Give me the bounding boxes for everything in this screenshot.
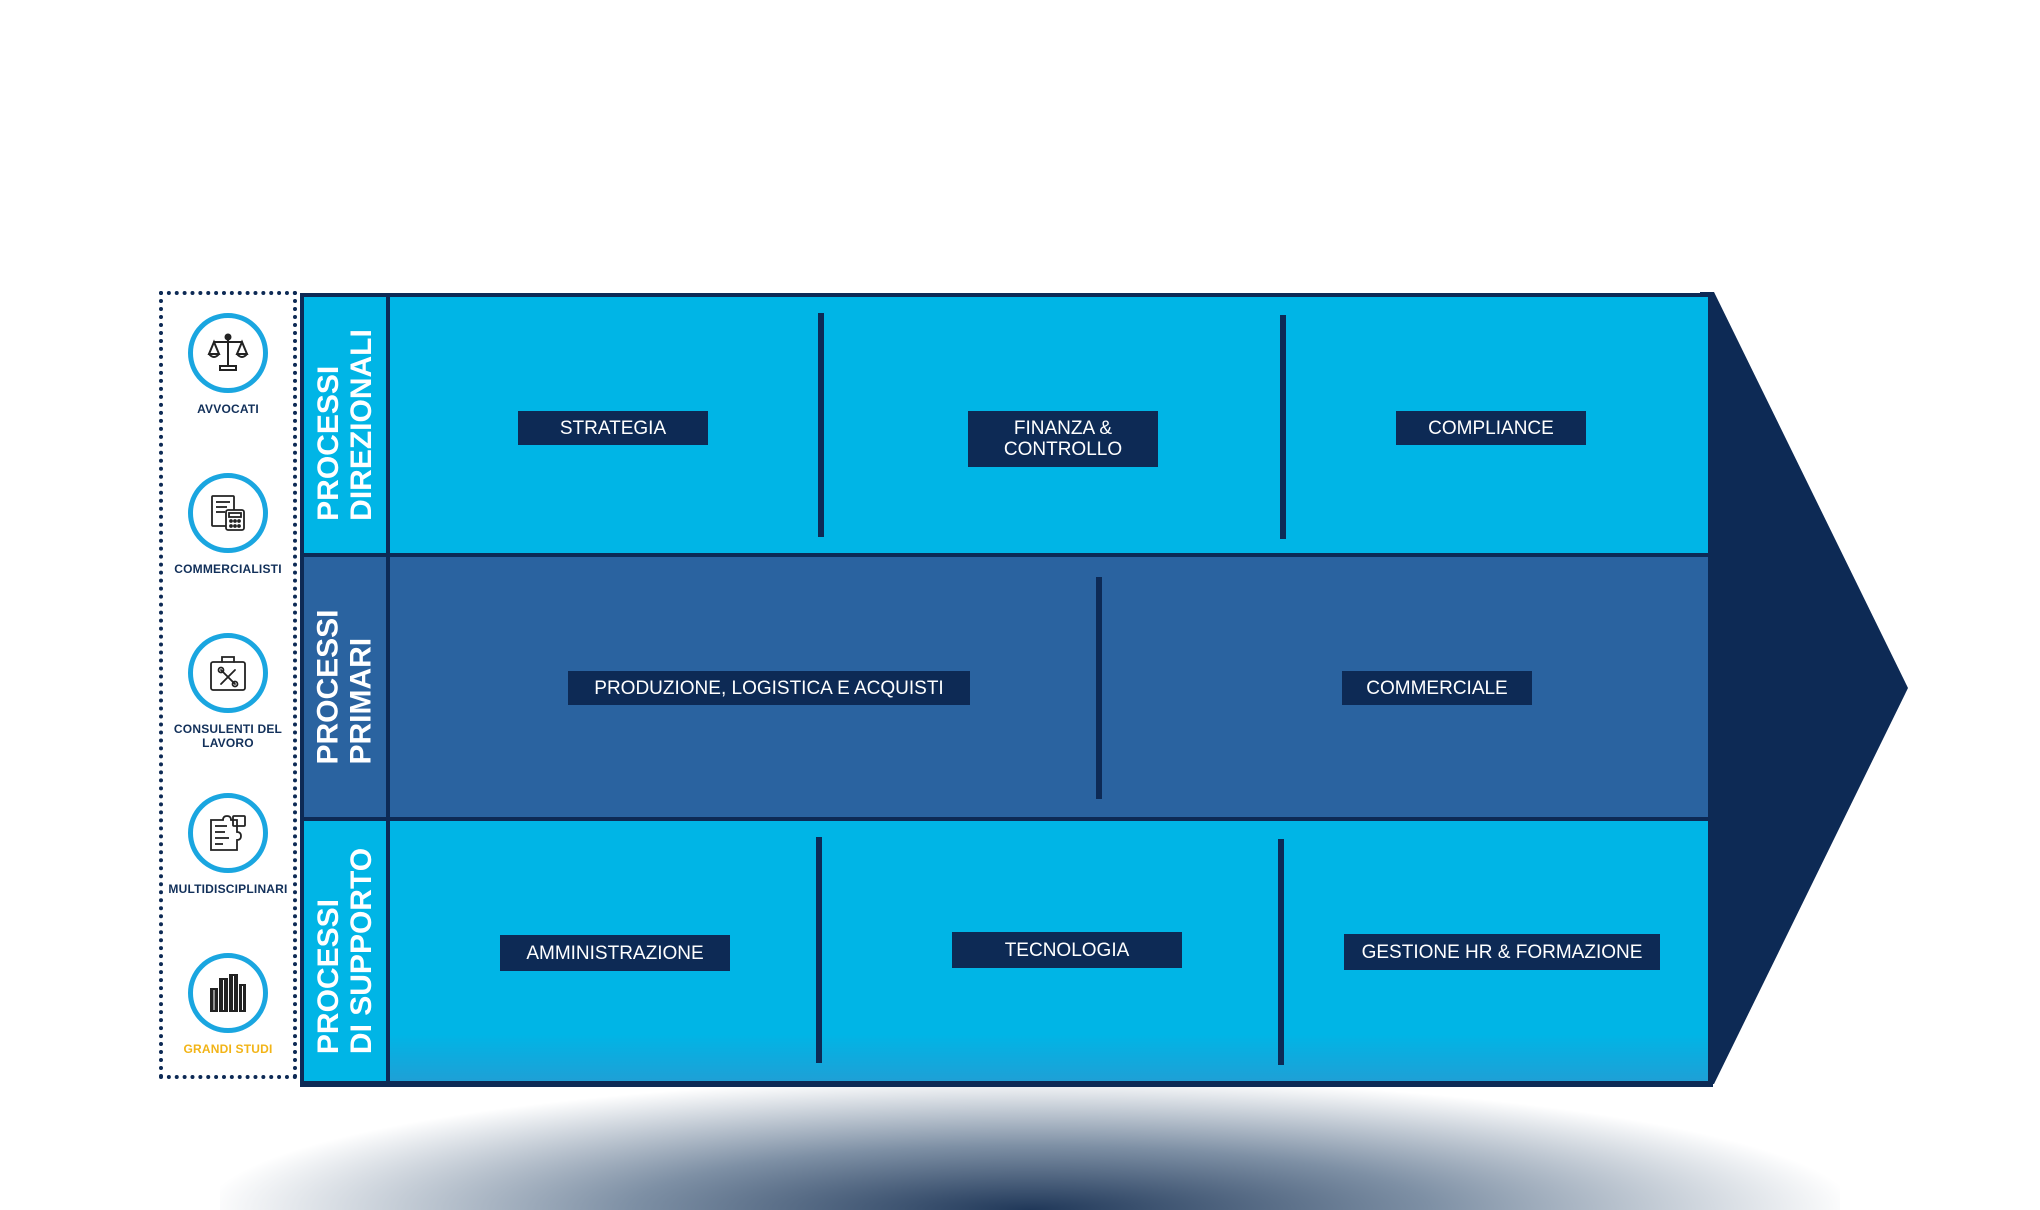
briefcase-tools-icon (210, 656, 246, 691)
category-label: COMMERCIALISTI (174, 562, 282, 576)
row-title-line: PROCESSI (312, 365, 346, 521)
row-title-line: DIREZIONALI (345, 329, 379, 521)
column-divider (818, 313, 824, 537)
process-box-compliance[interactable]: COMPLIANCE (1396, 411, 1586, 445)
calculator-document-icon (211, 495, 245, 531)
process-box-finanza-controllo[interactable]: FINANZA & CONTROLLO (968, 411, 1158, 467)
category-sidebar: AVVOCATI COMMER (159, 291, 297, 1079)
row-direzionali: STRATEGIA FINANZA & CONTROLLO COMPLIANCE (390, 297, 1708, 553)
category-label: MULTIDISCIPLINARI (168, 882, 288, 896)
process-box-strategia[interactable]: STRATEGIA (518, 411, 708, 445)
row-title-line: PROCESSI (312, 899, 345, 1055)
category-commercialisti[interactable]: COMMERCIALISTI (163, 473, 293, 576)
category-label: GRANDI STUDI (183, 1042, 273, 1056)
process-box-gestione-hr[interactable]: GESTIONE HR & FORMAZIONE (1344, 934, 1660, 970)
category-avvocati[interactable]: AVVOCATI (163, 313, 293, 416)
category-icon-ring (188, 953, 268, 1033)
category-label: AVVOCATI (197, 402, 259, 416)
row-title-line: PROCESSI (312, 609, 346, 765)
column-divider (1280, 315, 1286, 539)
category-multidisciplinari[interactable]: MULTIDISCIPLINARI (163, 793, 293, 896)
category-label: CONSULENTI DEL LAVORO (173, 722, 283, 750)
category-icon-ring (188, 473, 268, 553)
row-title-line: PRIMARI (345, 637, 379, 765)
bottom-shadow (220, 1080, 1840, 1210)
category-consulenti-del-lavoro[interactable]: CONSULENTI DEL LAVORO (163, 633, 293, 750)
category-icon-ring (188, 793, 268, 873)
puzzle-documents-icon (210, 815, 246, 851)
row-supporto: AMMINISTRAZIONE TECNOLOGIA GESTIONE HR &… (390, 821, 1708, 1081)
process-box-commerciale[interactable]: COMMERCIALE (1342, 671, 1532, 705)
column-divider (816, 837, 822, 1063)
column-divider (1278, 839, 1284, 1065)
buildings-icon (210, 974, 246, 1012)
column-divider (1096, 577, 1102, 799)
row-primari: PRODUZIONE, LOGISTICA E ACQUISTI COMMERC… (390, 557, 1708, 817)
category-icon-ring (188, 633, 268, 713)
category-grandi-studi[interactable]: GRANDI STUDI (163, 953, 293, 1056)
process-box-produzione[interactable]: PRODUZIONE, LOGISTICA E ACQUISTI (568, 671, 970, 705)
arrow-head (1700, 292, 1908, 1084)
scales-icon (207, 333, 249, 371)
process-box-amministrazione[interactable]: AMMINISTRAZIONE (500, 935, 730, 971)
process-box-tecnologia[interactable]: TECNOLOGIA (952, 932, 1182, 968)
row-title-line: DI SUPPORTO (345, 847, 378, 1055)
category-icon-ring (188, 313, 268, 393)
